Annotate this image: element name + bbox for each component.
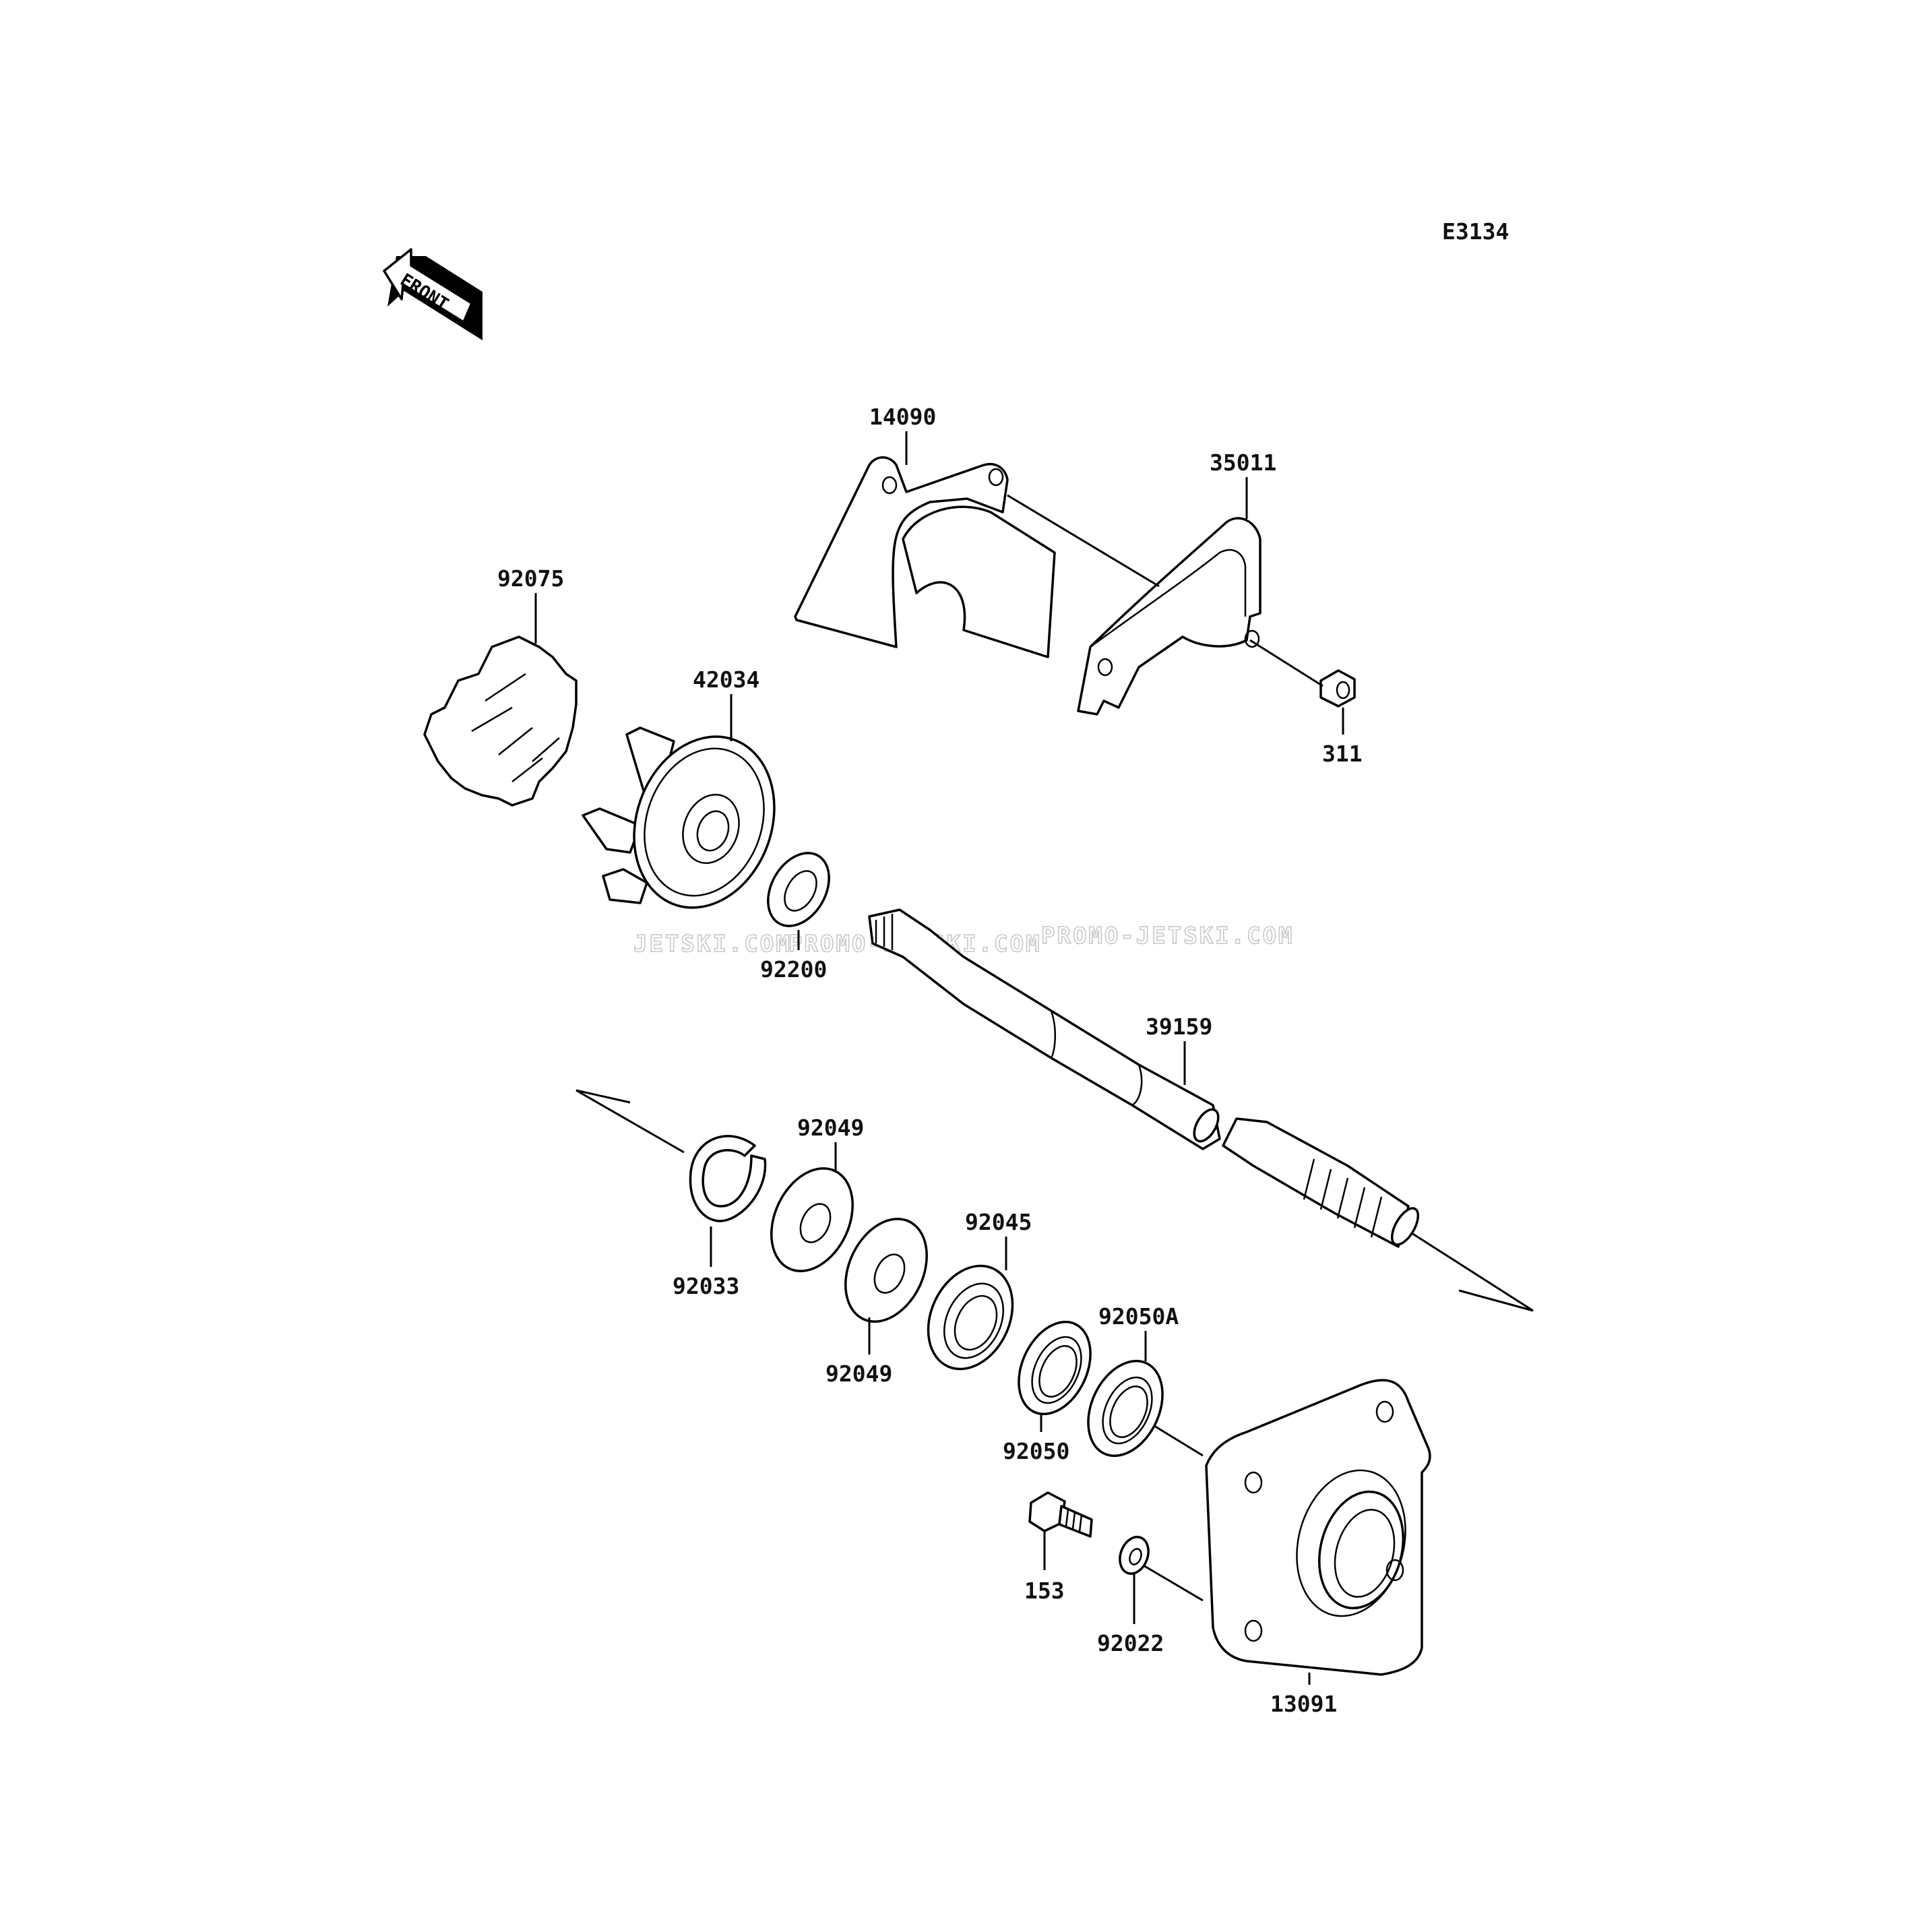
label-92045: 92045 (965, 1209, 1032, 1235)
callout-leaders (534, 431, 1344, 1685)
label-92033: 92033 (673, 1273, 739, 1299)
label-35011: 35011 (1210, 449, 1276, 476)
label-92075: 92075 (497, 565, 564, 592)
label-14090: 14090 (869, 404, 936, 430)
label-92050a: 92050A (1098, 1303, 1179, 1330)
part-311-nut (1319, 669, 1356, 708)
part-14090-cover (794, 456, 1056, 658)
part-92050-seal (1018, 1320, 1092, 1416)
label-311: 311 (1322, 741, 1363, 767)
part-92200-washer (767, 852, 830, 927)
part-92049-washer-2 (844, 1218, 928, 1323)
label-39159: 39159 (1146, 1014, 1212, 1040)
label-153: 153 (1024, 1578, 1065, 1604)
watermark: JETSKI.COM PROMO-JETSKI.COM PROMO-JETSKI… (633, 922, 1295, 958)
label-92050: 92050 (1003, 1438, 1069, 1464)
part-92075-damper (423, 635, 578, 807)
part-35011-bracket (1077, 517, 1261, 716)
part-labels: 14090 35011 92075 42034 311 92200 39159 … (497, 404, 1363, 1717)
label-92022: 92022 (1097, 1630, 1164, 1656)
part-92050a-seal (1087, 1359, 1164, 1458)
leader-lines (575, 494, 1534, 1602)
label-92049-bottom: 92049 (825, 1361, 892, 1387)
part-92033-circlip (689, 1135, 767, 1222)
diagram-code: E3134 (1442, 218, 1509, 245)
label-92049-top: 92049 (797, 1115, 864, 1141)
label-13091: 13091 (1270, 1691, 1337, 1717)
part-39159-shaft (868, 908, 1534, 1312)
part-42034-coupling (582, 726, 776, 909)
label-42034: 42034 (693, 666, 759, 693)
svg-text:JETSKI.COM: JETSKI.COM (633, 931, 792, 958)
front-arrow-icon: FRONT (383, 248, 482, 340)
part-92022-washer (1119, 1536, 1150, 1575)
part-92045-bearing (927, 1264, 1014, 1371)
label-92200: 92200 (760, 956, 827, 983)
svg-text:PROMO-JETSKI.COM: PROMO-JETSKI.COM (1041, 923, 1295, 949)
part-153-bolt (1028, 1491, 1093, 1538)
part-13091-housing (1205, 1379, 1431, 1676)
